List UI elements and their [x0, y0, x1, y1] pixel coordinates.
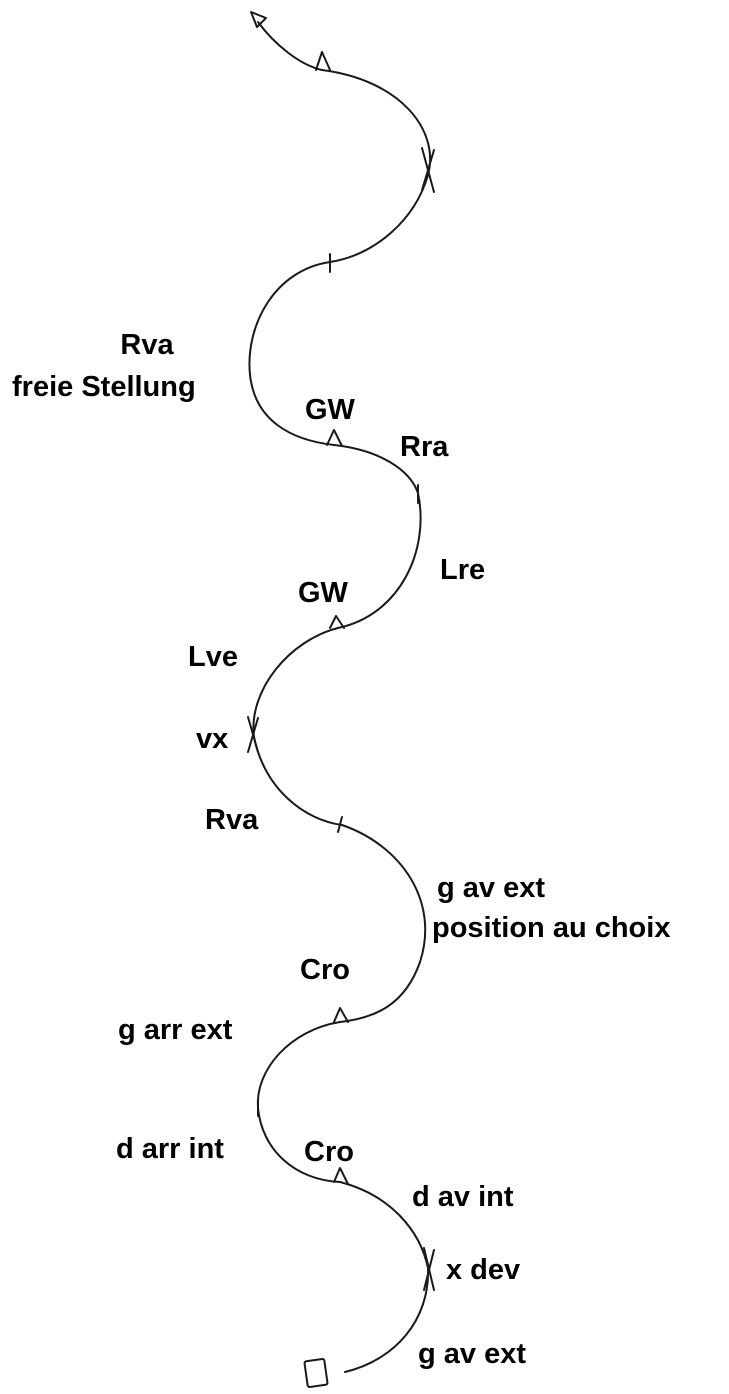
label-gw-2: GW: [298, 577, 348, 609]
trace-arc-2: [321, 69, 431, 176]
edge-marks: [247, 11, 435, 1389]
label-g-av-ext-1: g av ext: [437, 872, 545, 904]
trace-arc-9: [253, 736, 343, 826]
turn-mark-1: [315, 51, 331, 71]
trace-arc-6: [333, 444, 419, 494]
label-x-dev: x dev: [446, 1254, 521, 1286]
square-icon: [303, 1357, 329, 1389]
trace-line: [248, 21, 431, 1373]
label-gw-1: GW: [305, 394, 355, 426]
trace-arc-12: [256, 1021, 341, 1109]
label-position-au-choix: position au choix: [432, 912, 671, 944]
trace-arc-5: [249, 374, 335, 446]
label-g-av-ext-2: g av ext: [418, 1338, 526, 1370]
turn-mark-gw-1: [326, 429, 343, 447]
trace-arc-8: [252, 627, 339, 738]
trace-arc-13: [257, 1107, 341, 1183]
turn-mark-cro-2: [333, 1167, 349, 1185]
trace-arc-15: [344, 1267, 430, 1373]
change-x-mark-1: [421, 147, 435, 193]
trace-arc-4: [248, 261, 331, 376]
label-vx: vx: [196, 723, 229, 755]
label-d-av-int: d av int: [412, 1181, 514, 1213]
trace-arc-10: [341, 824, 427, 963]
change-x-mark-3: [423, 1247, 435, 1291]
label-lve: Lve: [188, 641, 238, 673]
label-rva-mid: Rva: [205, 804, 259, 836]
triangle-arrow-icon: [250, 11, 267, 28]
label-cro-2: Cro: [304, 1136, 354, 1168]
label-cro-1: Cro: [300, 954, 350, 986]
turn-mark-cro-1: [333, 1007, 349, 1023]
label-lre: Lre: [440, 554, 486, 586]
label-d-arr-int: d arr int: [116, 1133, 224, 1165]
trace-arc-11: [339, 961, 421, 1023]
label-freie-stellung: freie Stellung: [12, 371, 196, 403]
change-x-mark-2: [247, 716, 259, 753]
trace-arc-7: [337, 492, 422, 629]
trace-arc-14: [339, 1181, 429, 1269]
label-g-arr-ext: g arr ext: [118, 1014, 233, 1046]
label-rra: Rra: [400, 431, 449, 463]
tick-mark-3: [337, 816, 343, 833]
trace-arc-3: [329, 174, 429, 263]
turn-mark-gw-2: [329, 615, 345, 629]
trace-arc-1: [257, 21, 323, 71]
label-rva-top: Rva: [120, 329, 174, 361]
